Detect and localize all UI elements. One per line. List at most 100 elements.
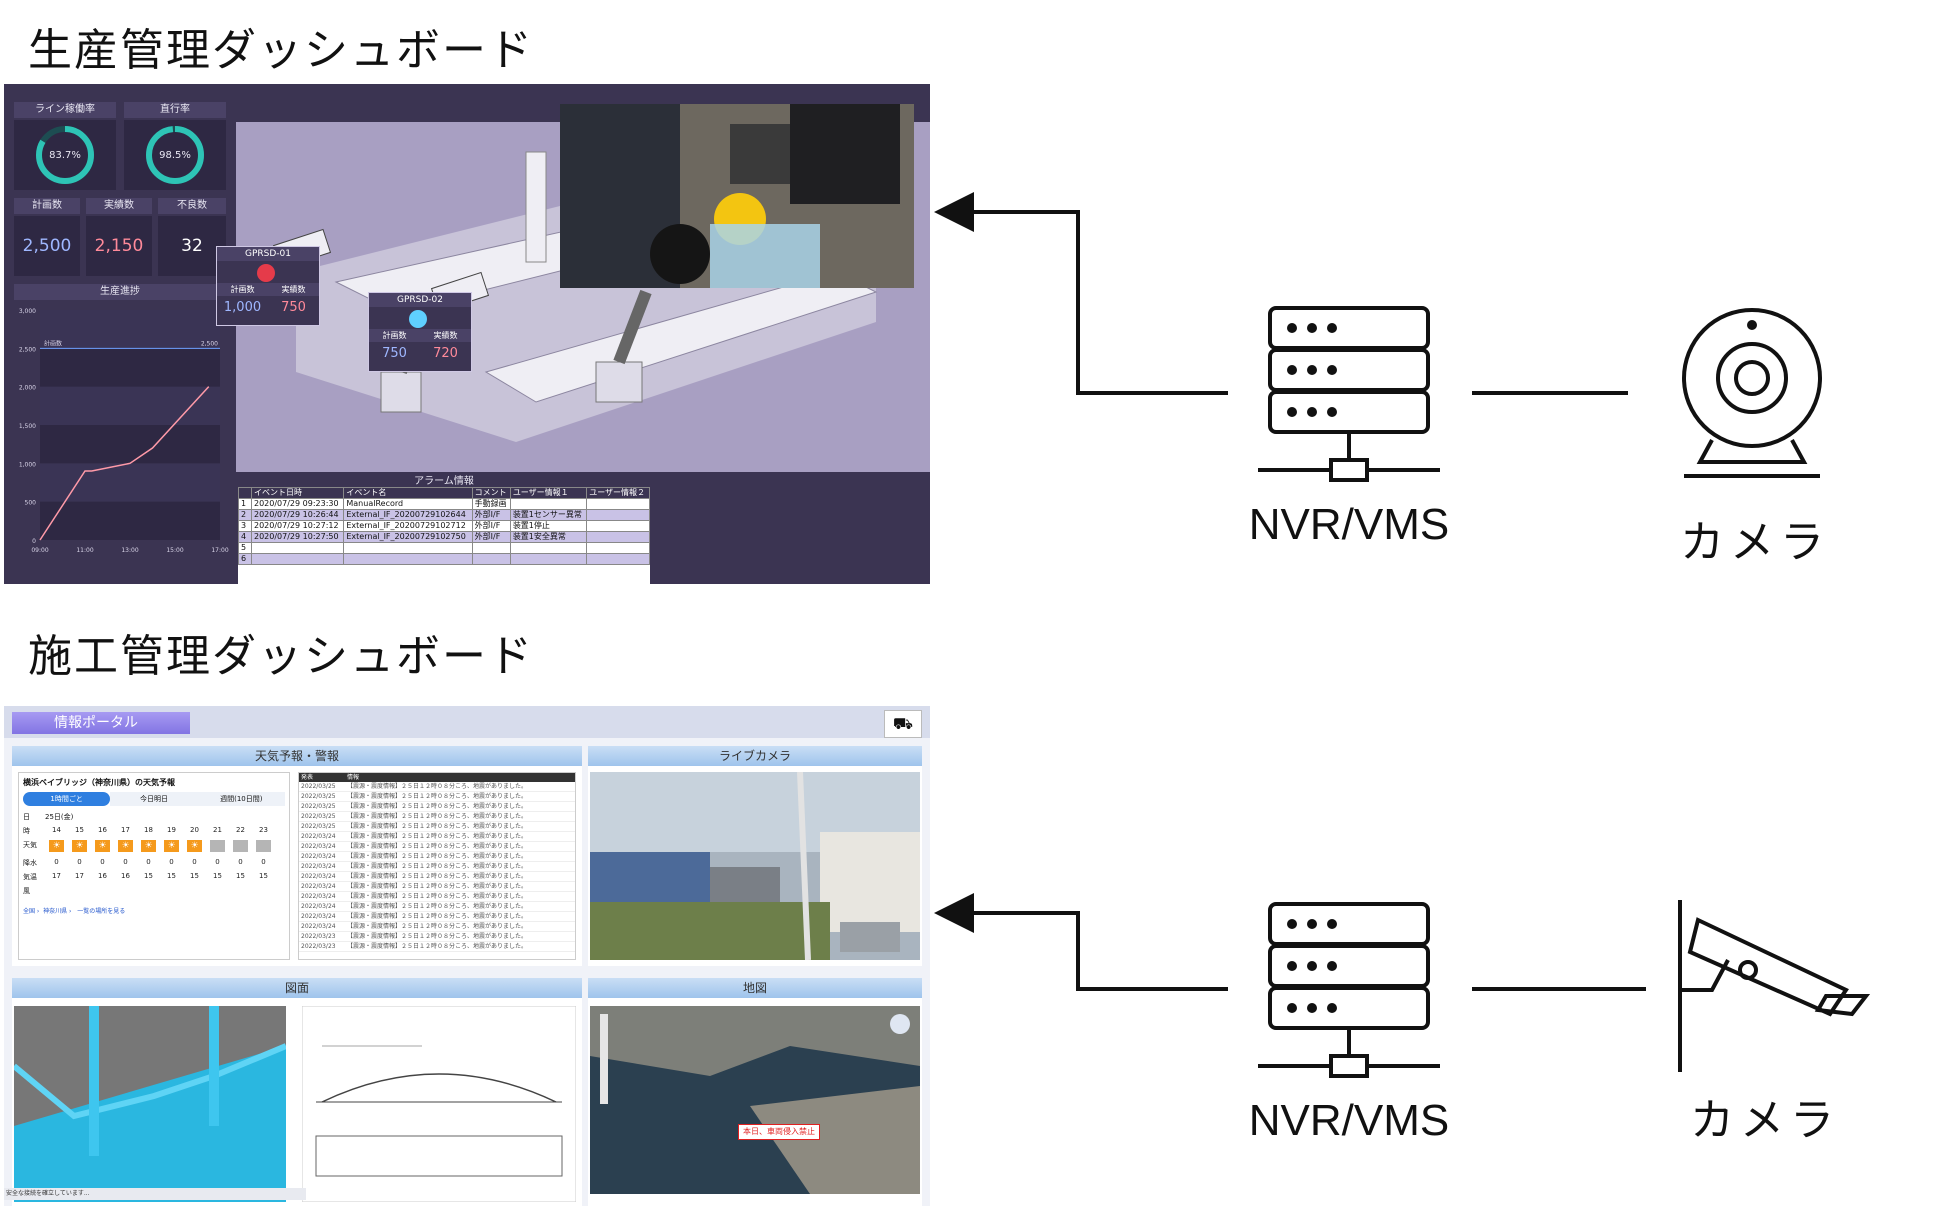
weather-cell: 0	[123, 858, 128, 866]
row-label: 時	[23, 827, 30, 835]
machine-2-name: GPRSD-02	[369, 293, 471, 307]
link-list[interactable]: 一覧の場所を見る	[77, 908, 126, 915]
x-tick-label: 13:00	[121, 547, 138, 554]
list-item[interactable]: 2022/03/24 【震源・震度情報】２５日１２時０８分ころ、地震がありました。	[299, 912, 575, 922]
alarm-title: アラーム情報	[414, 476, 474, 487]
weather-panel: 天気予報・警報 横浜ベイブリッジ（神奈川県）の天気予報 1時間ごと 今日明日 週…	[12, 746, 582, 966]
map-tool-icon[interactable]	[890, 1014, 910, 1034]
news-text: 【震源・震度情報】２５日１２時０８分ころ、地震がありました。	[347, 913, 528, 920]
traffic-icon[interactable]: ⛟	[884, 710, 922, 738]
server-rack	[790, 104, 900, 204]
link-prefecture[interactable]: 神奈川県 ›	[43, 908, 72, 915]
weather-cell: 15	[144, 872, 153, 880]
tab-today-tomorrow[interactable]: 今日明日	[110, 792, 198, 806]
urban-area	[590, 1006, 920, 1076]
news-text: 【震源・震度情報】２５日１２時０８分ころ、地震がありました。	[347, 943, 528, 950]
list-item[interactable]: 2022/03/24【震源・震度情報】２５日１２時０８分ころ、地震がありました。	[299, 892, 575, 902]
forecast-heading: 横浜ベイブリッジ（神奈川県）の天気予報	[23, 778, 175, 787]
production-dashboard: ライン稼働率 直行率 83.7% 98.5% 計画数 実績数 不良数 2,500…	[4, 84, 930, 584]
news-date: 2022/03/24	[301, 923, 336, 930]
news-date: 2022/03/24	[301, 863, 336, 870]
alarm-header-row: イベント日時 イベント名 コメント ユーザー情報１ ユーザー情報２	[238, 487, 650, 499]
list-item[interactable]: 2022/03/24【震源・震度情報】２５日１２時０８分ころ、地震がありました。	[299, 882, 575, 892]
list-item[interactable]: 2022/03/25【震源・震度情報】２５日１２時０８分ころ、地震がありました。	[299, 802, 575, 812]
nvr-to-dashboard-arrow	[934, 192, 1228, 395]
news-date: 2022/03/24	[301, 913, 336, 920]
list-item[interactable]: 2022/03/24 【震源・震度情報】２５日１２時０８分ころ、地震がありました。	[299, 862, 575, 872]
tab-weekly[interactable]: 週間(10日間)	[197, 792, 285, 806]
news-date: 2022/03/24	[301, 853, 336, 860]
y-tick-label: 500	[25, 500, 37, 507]
list-item[interactable]: 2022/03/25【震源・震度情報】２５日１２時０８分ころ、地震がありました。	[299, 822, 575, 832]
list-item[interactable]: 2022/03/23 【震源・震度情報】２５日１２時０８分ころ、地震がありました。	[299, 942, 575, 952]
car	[840, 922, 900, 952]
progress-header: 生産進捗	[14, 284, 226, 300]
list-item[interactable]: 2022/03/24【震源・震度情報】２５日１２時０８分ころ、地震がありました。	[299, 852, 575, 862]
sun-icon: ☀	[164, 840, 179, 852]
news-text: 【震源・震度情報】２５日１２時０８分ころ、地震がありました。	[347, 833, 528, 840]
list-item[interactable]: 2022/03/24【震源・震度情報】２５日１２時０８分ころ、地震がありました。	[299, 842, 575, 852]
live-video-feed[interactable]	[560, 104, 914, 288]
bridge-3d-model[interactable]	[14, 1006, 286, 1202]
quake-news-list: 発表 情報 2022/03/25【震源・震度情報】２５日１２時０８分ころ、地震が…	[298, 772, 576, 960]
top-nvr-label: NVR/VMS	[1248, 500, 1450, 549]
list-item[interactable]: 2022/03/25【震源・震度情報】２５日１２時０８分ころ、地震がありました。	[299, 812, 575, 822]
satellite-map[interactable]	[590, 1006, 920, 1194]
weather-cell: 17	[121, 826, 130, 834]
gauge-value: 98.5%	[159, 150, 191, 161]
machine-1-panel: GPRSD-01 計画数 実績数 1,000 750	[216, 246, 320, 326]
sunny-icon: ☀	[137, 840, 160, 854]
news-text: 【震源・震度情報】２５日１２時０８分ころ、地震がありました。	[347, 863, 528, 870]
alarm-cell	[250, 553, 345, 565]
link-national[interactable]: 全国 ›	[23, 908, 40, 915]
security-camera-icon	[1678, 900, 1871, 1072]
cloudy-icon	[229, 840, 252, 854]
sun-icon: ☀	[72, 840, 87, 852]
portal-tab[interactable]: 情報ポータル	[12, 712, 190, 734]
machine-2-actual: 720	[433, 346, 458, 361]
zoom-slider[interactable]	[600, 1014, 608, 1104]
gauge-arc	[36, 126, 94, 184]
weather-cell: 19	[167, 826, 176, 834]
house-roof	[590, 852, 710, 902]
map-callout: 本日、車両侵入禁止	[738, 1124, 820, 1140]
list-item[interactable]: 2022/03/23【震源・震度情報】２５日１２時０８分ころ、地震がありました。	[299, 932, 575, 942]
list-item[interactable]: 2022/03/24【震源・震度情報】２５日１２時０８分ころ、地震がありました。	[299, 922, 575, 932]
weather-cell: 15	[190, 872, 199, 880]
weather-cell: 0	[261, 858, 266, 866]
list-item[interactable]: 2022/03/25【震源・震度情報】２５日１２時０８分ころ、地震がありました。	[299, 792, 575, 802]
live-camera-feed[interactable]	[590, 772, 920, 960]
live-camera-header: ライブカメラ	[588, 746, 922, 766]
weather-cell: 16	[121, 872, 130, 880]
sun-icon: ☀	[118, 840, 133, 852]
sunny-icon: ☀	[160, 840, 183, 854]
weather-cell: 20	[190, 826, 199, 834]
list-item[interactable]: 2022/03/24【震源・震度情報】２５日１２時０８分ころ、地震がありました。	[299, 872, 575, 882]
tab-hourly[interactable]: 1時間ごと	[23, 792, 111, 806]
list-item[interactable]: 2022/03/25【震源・震度情報】２５日１２時０８分ころ、地震がありました。	[299, 782, 575, 792]
operating-rate-tile: 83.7%	[14, 120, 116, 190]
table-row[interactable]: 6	[238, 553, 650, 565]
list-item[interactable]: 2022/03/24【震源・震度情報】２５日１２時０８分ころ、地震がありました。	[299, 832, 575, 842]
news-date: 2022/03/23	[301, 943, 336, 950]
forecast-weather-row: 天気☀☀☀☀☀☀☀	[23, 840, 285, 854]
news-text: 【震源・震度情報】２５日１２時０８分ころ、地震がありました。	[347, 803, 528, 810]
production-section-title: 生産管理ダッシュボード	[28, 25, 534, 76]
sunny-icon: ☀	[68, 840, 91, 854]
blueprint-drawing[interactable]	[302, 1006, 576, 1202]
sun-icon: ☀	[141, 840, 156, 852]
list-item[interactable]: 2022/03/24【震源・震度情報】２５日１２時０８分ころ、地震がありました。	[299, 902, 575, 912]
y-tick-label: 2,000	[19, 385, 36, 392]
machine-2-plan-label: 計画数	[369, 329, 420, 342]
weather-cell: 0	[215, 858, 220, 866]
map-panel-header: 地図	[588, 978, 922, 998]
map-panel: 地図 本日、車両侵入禁止	[588, 978, 922, 1206]
straight-rate-tile: 98.5%	[124, 120, 226, 190]
sunny-icon: ☀	[45, 840, 68, 854]
news-text: 【震源・震度情報】２５日１２時０８分ころ、地震がありました。	[347, 873, 528, 880]
black-motor	[650, 224, 710, 284]
